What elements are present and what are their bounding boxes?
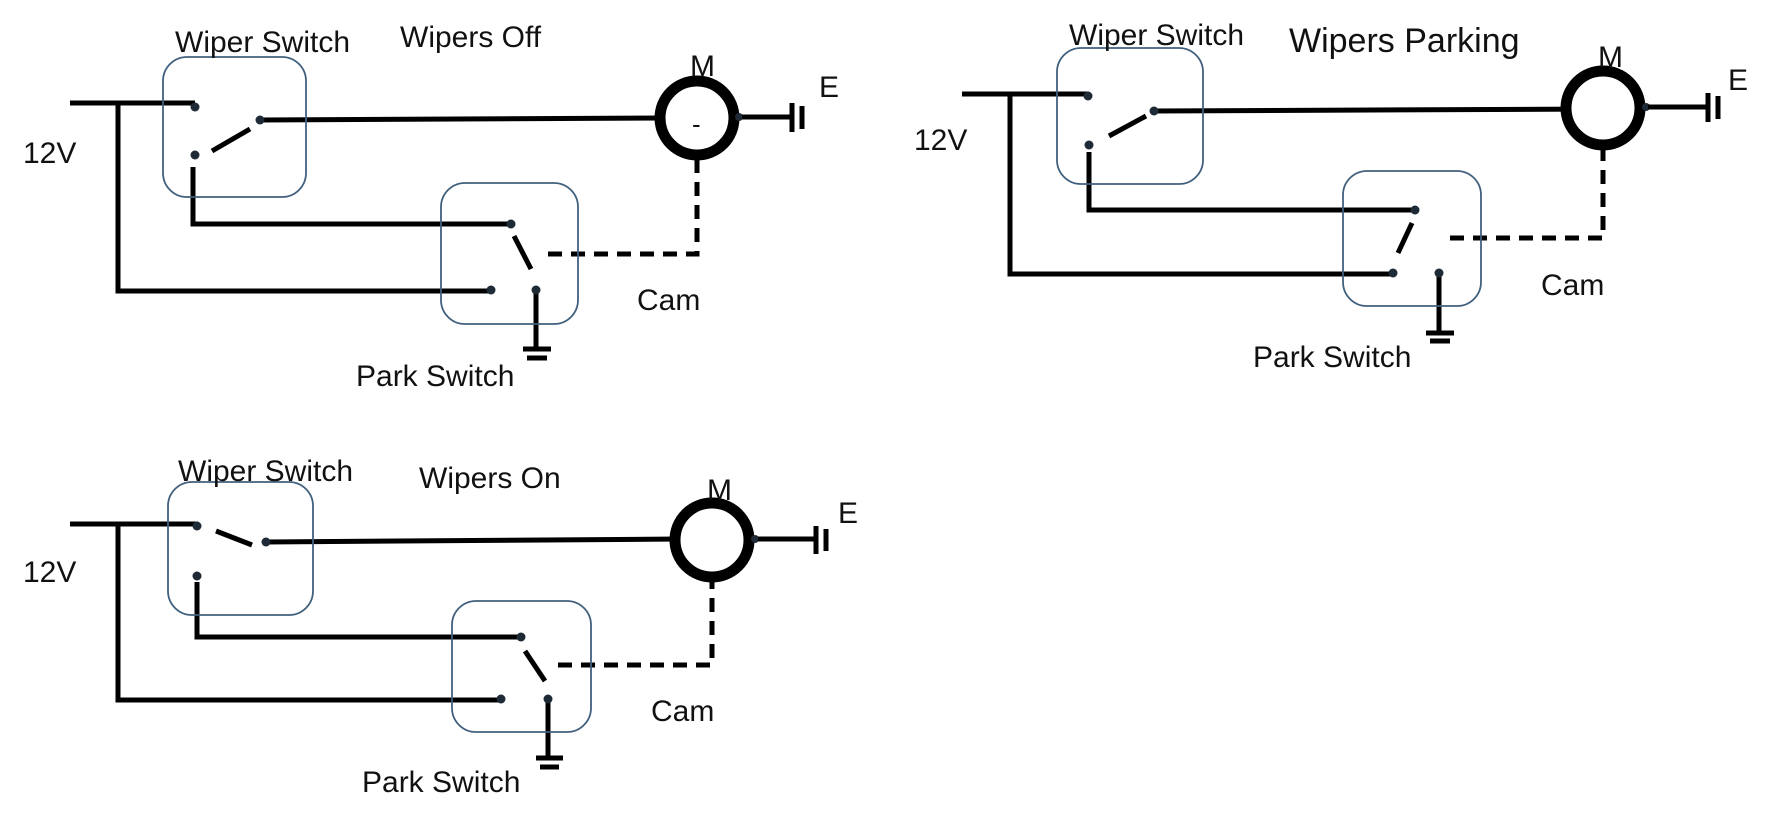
wiper-switch-label: Wiper Switch bbox=[175, 26, 350, 59]
cam-linkage bbox=[558, 545, 715, 668]
wiper-switch-label: Wiper Switch bbox=[178, 455, 353, 488]
terminal bbox=[192, 571, 202, 581]
terminal bbox=[1434, 268, 1444, 278]
cam-linkage bbox=[548, 136, 700, 257]
park-switch-blade bbox=[511, 234, 534, 271]
terminal bbox=[1084, 140, 1094, 150]
park-switch-label: Park Switch bbox=[356, 360, 514, 393]
panel-wipers-parking: 12V Wiper Switch Wipers Parking M E Cam … bbox=[914, 19, 1748, 374]
wiper-switch-to-motor-wire bbox=[265, 536, 681, 545]
wiper-switch-label: Wiper Switch bbox=[1069, 19, 1244, 52]
supply-bus-wire bbox=[1007, 94, 1393, 277]
park-switch-box bbox=[1342, 170, 1482, 307]
earth-symbol bbox=[1705, 93, 1721, 122]
panel-title: Wipers Parking bbox=[1289, 22, 1520, 60]
wiper-switch-to-motor-wire bbox=[259, 115, 665, 123]
wiper-switch-to-park-wire bbox=[1086, 152, 1415, 213]
terminal bbox=[190, 102, 200, 112]
earth-label: E bbox=[1728, 64, 1748, 97]
supply-bus-wire bbox=[115, 524, 501, 703]
motor-symbol bbox=[654, 75, 740, 161]
terminal bbox=[1083, 91, 1093, 101]
supply-label: 12V bbox=[914, 124, 967, 157]
cam-label: Cam bbox=[637, 284, 700, 317]
earth-label: E bbox=[819, 71, 839, 104]
wiper-switch-to-park-wire bbox=[190, 167, 511, 227]
terminal bbox=[751, 535, 759, 543]
earth-label: E bbox=[838, 497, 858, 530]
wiper-switch-to-motor-wire bbox=[1153, 106, 1601, 114]
park-switch-box bbox=[451, 600, 592, 733]
wiper-switch-box bbox=[167, 481, 314, 616]
park-switch-label: Park Switch bbox=[362, 766, 520, 799]
terminal bbox=[1410, 205, 1420, 215]
wiper-switch-box bbox=[162, 56, 307, 198]
ground-symbol bbox=[1426, 330, 1454, 344]
motor-symbol bbox=[1560, 65, 1646, 151]
park-switch-blade bbox=[1395, 221, 1415, 255]
panel-wipers-off: 12V Wiper Switch Wipers Off M - E Cam Pa… bbox=[23, 21, 839, 393]
terminal bbox=[192, 521, 202, 531]
terminal bbox=[1149, 106, 1159, 116]
wiper-switch-box bbox=[1056, 47, 1204, 185]
earth-symbol bbox=[813, 526, 829, 554]
park-switch-box bbox=[440, 182, 579, 325]
cam-label: Cam bbox=[651, 695, 714, 728]
motor-label: M bbox=[707, 474, 732, 507]
terminal bbox=[1388, 268, 1398, 278]
terminal bbox=[543, 694, 553, 704]
ground-symbol bbox=[536, 755, 563, 770]
terminal bbox=[255, 115, 265, 125]
terminal bbox=[261, 537, 271, 547]
wiper-switch-blade bbox=[215, 528, 253, 548]
supply-bus-wire bbox=[115, 103, 491, 294]
motor-inner-mark: - bbox=[692, 109, 701, 139]
wiper-switch-to-park-wire bbox=[194, 582, 521, 640]
terminal bbox=[496, 694, 506, 704]
ground-symbol bbox=[523, 346, 551, 361]
panel-title: Wipers Off bbox=[400, 21, 542, 54]
cam-label: Cam bbox=[1541, 269, 1604, 302]
motor-label: M bbox=[1598, 41, 1623, 74]
wiper-switch-blade bbox=[1107, 113, 1148, 139]
supply-label: 12V bbox=[23, 556, 76, 589]
cam-linkage bbox=[1450, 124, 1606, 241]
terminal bbox=[735, 113, 743, 121]
terminal bbox=[486, 285, 496, 295]
terminal bbox=[506, 219, 516, 229]
supply-label: 12V bbox=[23, 137, 76, 170]
panel-wipers-on: 12V Wiper Switch Wipers On M E Cam Park … bbox=[23, 455, 858, 799]
terminal bbox=[531, 285, 541, 295]
terminal bbox=[516, 632, 526, 642]
motor-label: M bbox=[690, 50, 715, 83]
earth-symbol bbox=[789, 103, 805, 132]
panel-title: Wipers On bbox=[419, 462, 561, 495]
park-switch-blade bbox=[522, 649, 548, 683]
terminal bbox=[190, 150, 200, 160]
wiper-switch-blade bbox=[210, 126, 252, 154]
motor-symbol bbox=[669, 497, 755, 583]
park-switch-label: Park Switch bbox=[1253, 341, 1411, 374]
